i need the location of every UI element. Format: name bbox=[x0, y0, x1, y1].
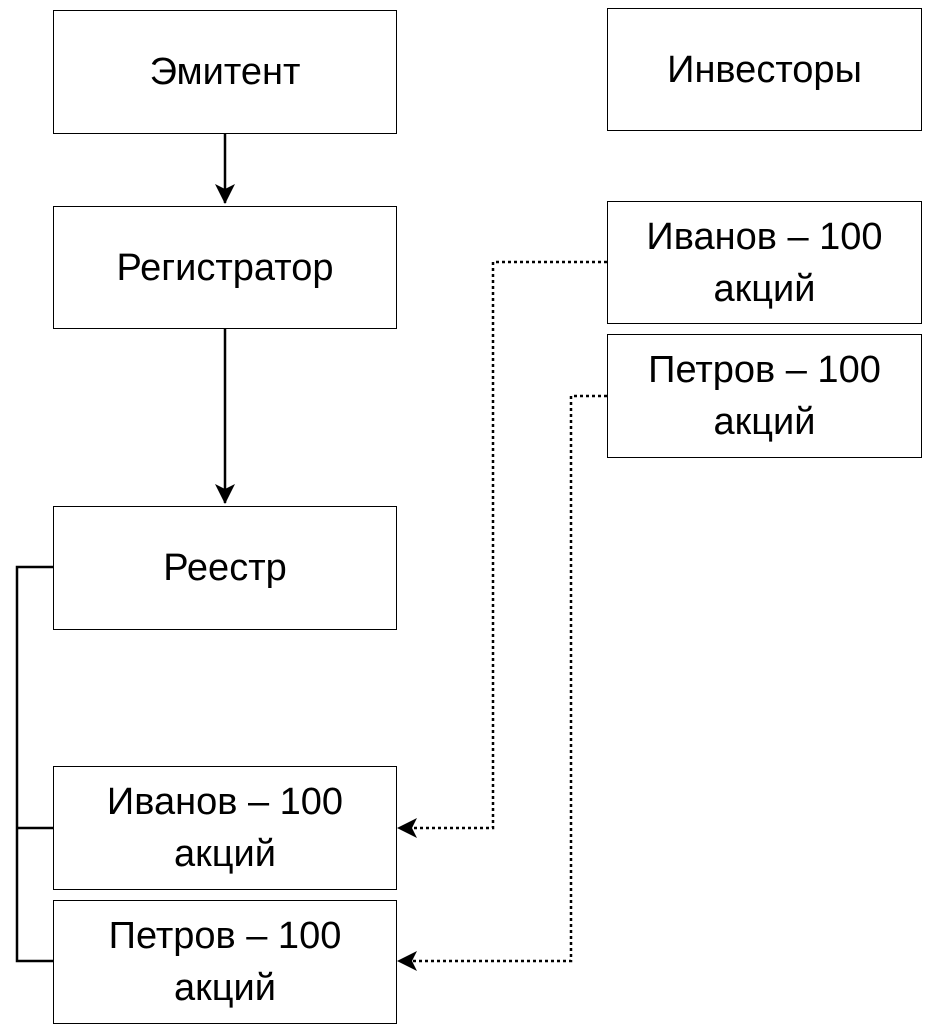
investor-ivanov-label: Иванов – 100 акций bbox=[646, 215, 883, 310]
registry-label: Реестр bbox=[163, 547, 287, 589]
investor-petrov-label: Петров – 100 акций bbox=[648, 349, 881, 443]
arrowhead-ivanov bbox=[397, 818, 417, 838]
dotted-arrow-petrov bbox=[402, 394, 607, 963]
registry-entry-ivanov: Иванов – 100 акций bbox=[53, 766, 397, 890]
registry-box: Реестр bbox=[53, 506, 397, 630]
investor-petrov: Петров – 100 акций bbox=[607, 334, 922, 458]
registrar-box: Регистратор bbox=[53, 206, 397, 329]
registrar-label: Регистратор bbox=[116, 246, 334, 289]
emitent-label: Эмитент bbox=[149, 51, 301, 93]
bracket-registry-to-holders bbox=[15, 565, 53, 963]
emitent-box: Эмитент bbox=[53, 10, 397, 134]
investor-ivanov: Иванов – 100 акций bbox=[607, 201, 922, 324]
registry-entry-petrov: Петров – 100 акций bbox=[53, 900, 397, 1024]
arrowhead-petrov bbox=[397, 951, 417, 971]
investors-label: Инвесторы bbox=[667, 48, 862, 91]
investors-box: Инвесторы bbox=[607, 8, 922, 131]
registry-entry-petrov-label: Петров – 100 акций bbox=[108, 915, 342, 1009]
dotted-arrow-ivanov bbox=[402, 260, 607, 830]
registry-entry-ivanov-label: Иванов – 100 акций bbox=[106, 781, 344, 875]
